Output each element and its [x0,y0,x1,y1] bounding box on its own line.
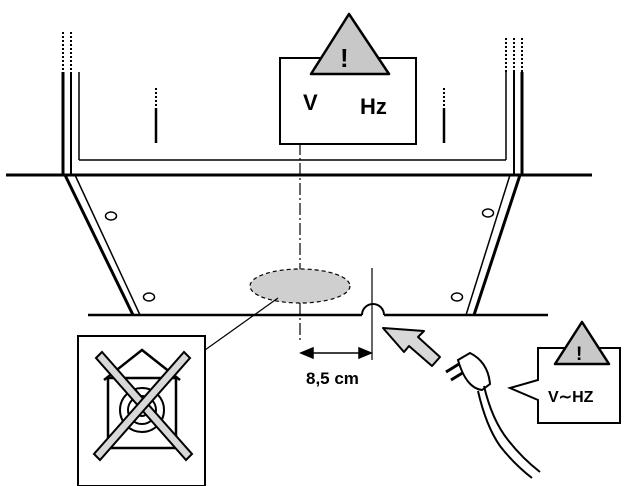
warning-box-plug: ! V∼HZ [507,320,621,424]
cabinet-walls [61,32,524,175]
power-plug-icon [445,351,541,479]
callout-leader [204,297,279,351]
warning-box-main: ! V Hz [279,12,417,145]
no-socket-zone [249,268,351,304]
warning-triangle-icon [553,320,611,366]
hood-body [63,174,548,317]
screw-holes [104,208,495,302]
voltage-label: V [303,90,318,115]
warning-triangle-icon [309,12,391,76]
no-socket-callout [77,335,206,486]
dimension-arrow [299,346,373,360]
warning-symbol: ! [340,43,349,73]
insertion-arrow-icon [382,327,441,367]
voltage-frequency-label: V∼HZ [548,389,594,406]
dimension-label: 8,5 cm [306,369,359,388]
warning-symbol: ! [576,344,582,365]
no-socket-icon [92,348,194,462]
frequency-label: Hz [360,94,387,119]
